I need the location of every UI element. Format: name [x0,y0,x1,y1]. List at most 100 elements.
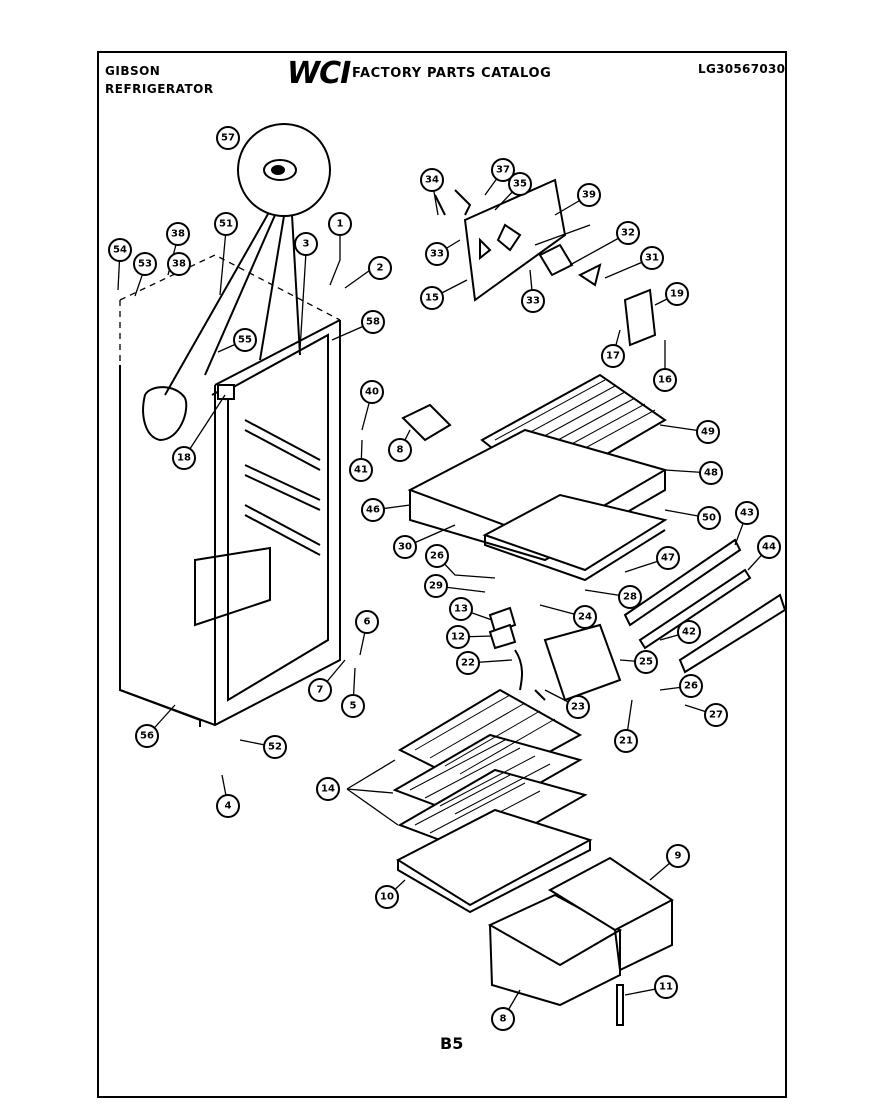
callout-21: 21 [614,729,638,753]
callout-54: 54 [108,238,132,262]
callout-4: 4 [216,794,240,818]
callout-label: 41 [354,465,368,476]
callout-label: 51 [219,219,233,230]
callout-31: 31 [640,246,664,270]
catalog-part-number: LG30567030 [698,62,786,76]
magnifier-57 [164,123,331,396]
callout-38: 38 [166,222,190,246]
callout-label: 32 [621,228,635,239]
callout-label: 19 [670,289,684,300]
callout-56: 56 [135,724,159,748]
callout-42: 42 [677,620,701,644]
callout-58: 58 [361,310,385,334]
callout-50: 50 [697,506,721,530]
callout-label: 47 [661,553,675,564]
callout-19: 19 [665,282,689,306]
callout-label: 29 [429,581,443,592]
callout-label: 57 [221,133,235,144]
callout-29: 29 [424,574,448,598]
callout-label: 52 [268,742,282,753]
callout-48: 48 [699,461,723,485]
brand-label: GIBSON [105,64,161,78]
callout-57: 57 [216,126,240,150]
callout-label: 33 [430,249,444,260]
model-label: REFRIGERATOR [105,82,214,96]
crisper-drawers [487,856,674,1007]
callout-label: 31 [645,253,659,264]
callout-47: 47 [656,546,680,570]
callout-26: 26 [425,544,449,568]
callout-label: 12 [451,632,465,643]
damper-housing [488,606,622,702]
callout-25: 25 [634,650,658,674]
callout-32: 32 [616,221,640,245]
callout-label: 38 [172,259,186,270]
callout-24: 24 [573,605,597,629]
callout-3: 3 [294,232,318,256]
callout-28: 28 [618,585,642,609]
callout-18: 18 [172,446,196,470]
callout-40: 40 [360,380,384,404]
callout-5: 5 [341,694,365,718]
callout-14: 14 [316,777,340,801]
callout-label: 17 [606,351,620,362]
callout-label: 5 [350,701,357,712]
callout-label: 50 [702,513,716,524]
catalog-title: FACTORY PARTS CATALOG [352,66,552,81]
bracket-19 [623,288,657,347]
callout-15: 15 [420,286,444,310]
callout-55: 55 [233,328,257,352]
callout-12: 12 [446,625,470,649]
callout-label: 38 [171,229,185,240]
callout-label: 56 [140,731,154,742]
callout-label: 7 [317,685,324,696]
callout-label: 25 [639,657,653,668]
callout-label: 30 [398,542,412,553]
callout-label: 28 [623,592,637,603]
callout-label: 48 [704,468,718,479]
callout-16: 16 [653,368,677,392]
callout-35: 35 [508,172,532,196]
callout-23: 23 [566,695,590,719]
callout-27: 27 [704,703,728,727]
callout-label: 15 [425,293,439,304]
callout-label: 24 [578,612,592,623]
page-frame [97,51,787,1098]
callout-label: 26 [684,681,698,692]
callout-6: 6 [355,610,379,634]
callout-label: 46 [366,505,380,516]
callout-8: 8 [388,438,412,462]
callout-8: 8 [491,1007,515,1031]
callout-label: 54 [113,245,127,256]
shelf-rails [623,538,787,674]
callout-label: 49 [701,427,715,438]
callout-label: 1 [337,219,344,230]
callout-46: 46 [361,498,385,522]
callout-label: 35 [513,179,527,190]
callout-37: 37 [491,158,515,182]
callout-49: 49 [696,420,720,444]
callout-10: 10 [375,885,399,909]
freezer-shelf-assembly [401,373,668,582]
callout-label: 6 [364,617,371,628]
callout-label: 44 [762,542,776,553]
callout-13: 13 [449,597,473,621]
callout-label: 22 [461,658,475,669]
page-id: B5 [440,1034,464,1053]
callout-label: 39 [582,190,596,201]
callout-26: 26 [679,674,703,698]
callout-label: 27 [709,710,723,721]
callout-51: 51 [214,212,238,236]
callout-label: 58 [366,317,380,328]
callout-30: 30 [393,535,417,559]
callout-label: 13 [454,604,468,615]
callout-label: 2 [377,263,384,274]
callout-label: 14 [321,784,335,795]
callout-label: 26 [430,551,444,562]
callout-label: 53 [138,259,152,270]
wci-logo: WCI [287,56,351,91]
cabinet-shell [119,254,341,727]
callout-1: 1 [328,212,352,236]
callout-label: 40 [365,387,379,398]
callout-33: 33 [521,289,545,313]
